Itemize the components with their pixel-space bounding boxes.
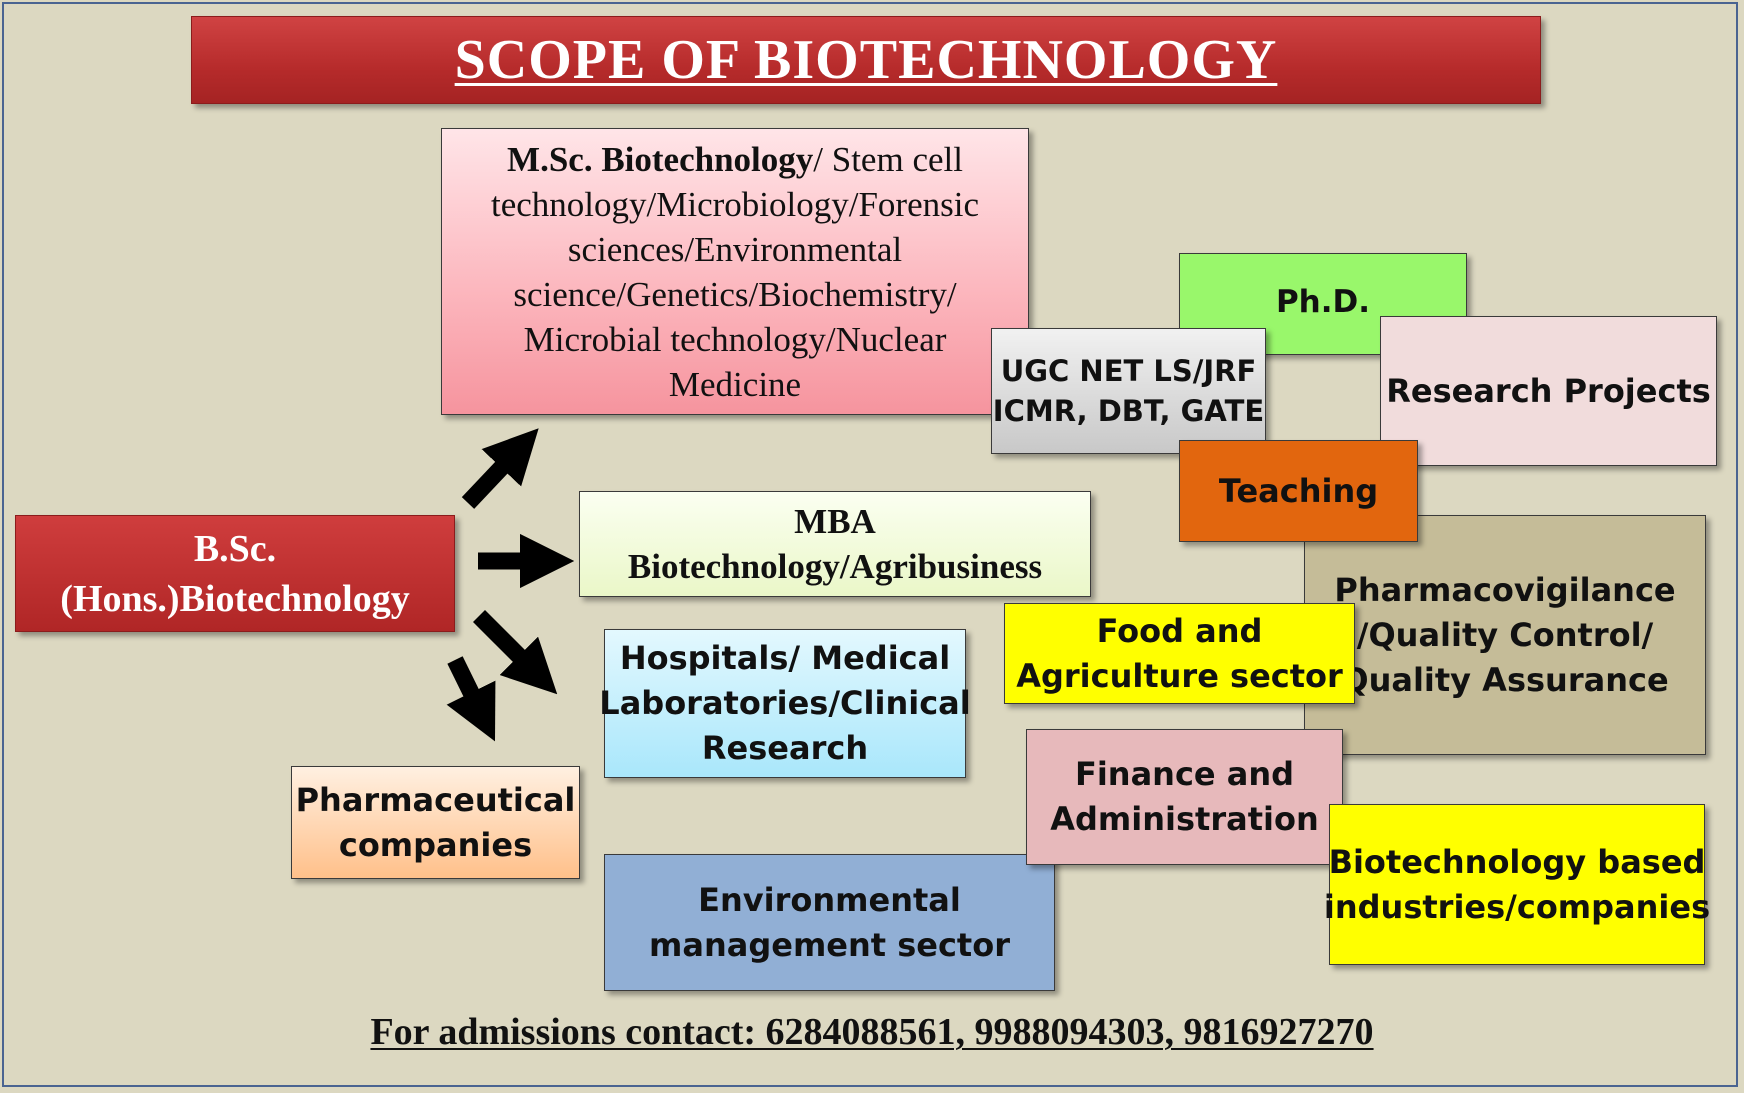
arrow-to-pharmaceutical-icon — [446, 656, 496, 742]
pharmaceutical-box: Pharmaceutical companies — [291, 766, 580, 879]
diagram-title-text: SCOPE OF BIOTECHNOLOGY — [454, 29, 1278, 91]
pharmacovigilance-label: Pharmacovigilance /Quality Control/ Qual… — [1334, 570, 1676, 699]
admissions-contact-text: For admissions contact: 6284088561, 9988… — [370, 1011, 1374, 1053]
phd-label: Ph.D. — [1275, 284, 1371, 320]
bsc-label: B.Sc. (Hons.)Biotechnology — [60, 527, 410, 620]
msc-box: M.Sc. Biotechnology/ Stem cell technolog… — [441, 128, 1029, 415]
pharmaceutical-label: Pharmaceutical companies — [295, 780, 576, 864]
research-projects-box: Research Projects — [1380, 316, 1717, 466]
ugc-label: UGC NET LS/JRF ICMR, DBT, GATE — [992, 354, 1265, 428]
msc-text: M.Sc. Biotechnology/ Stem cell technolog… — [454, 137, 1016, 407]
arrow-to-hospitals-icon — [472, 609, 558, 695]
food-agriculture-box: Food and Agriculture sector — [1004, 603, 1355, 704]
msc-bold-text: M.Sc. Biotechnology — [507, 139, 814, 179]
arrow-to-msc-icon — [461, 428, 539, 509]
bsc-source-box: B.Sc. (Hons.)Biotechnology — [15, 515, 455, 632]
environmental-box: Environmental management sector — [604, 854, 1055, 991]
hospitals-box: Hospitals/ Medical Laboratories/Clinical… — [599, 629, 971, 778]
hospitals-label: Hospitals/ Medical Laboratories/Clinical… — [599, 639, 971, 767]
food-agriculture-label: Food and Agriculture sector — [1016, 611, 1343, 695]
biotech-industries-label: Biotechnology based industries/companies — [1323, 842, 1711, 926]
finance-box: Finance and Administration — [1026, 729, 1343, 865]
teaching-box: Teaching — [1179, 440, 1418, 542]
diagram-title: SCOPE OF BIOTECHNOLOGY — [191, 16, 1541, 104]
mba-box: MBA Biotechnology/Agribusiness — [579, 491, 1091, 597]
teaching-label: Teaching — [1218, 472, 1379, 510]
research-projects-label: Research Projects — [1386, 372, 1711, 410]
biotech-industries-box: Biotechnology based industries/companies — [1324, 804, 1710, 965]
msc-rest-text: / Stem cell technology/Microbiology/Fore… — [491, 139, 979, 404]
admissions-contact: For admissions contact: 6284088561, 9988… — [0, 1010, 1744, 1054]
mba-label: MBA Biotechnology/Agribusiness — [627, 502, 1043, 586]
finance-label: Finance and Administration — [1050, 755, 1319, 838]
environmental-label: Environmental management sector — [649, 880, 1010, 964]
ugc-box: UGC NET LS/JRF ICMR, DBT, GATE — [991, 328, 1266, 454]
pharmacovigilance-box: Pharmacovigilance /Quality Control/ Qual… — [1304, 515, 1706, 755]
